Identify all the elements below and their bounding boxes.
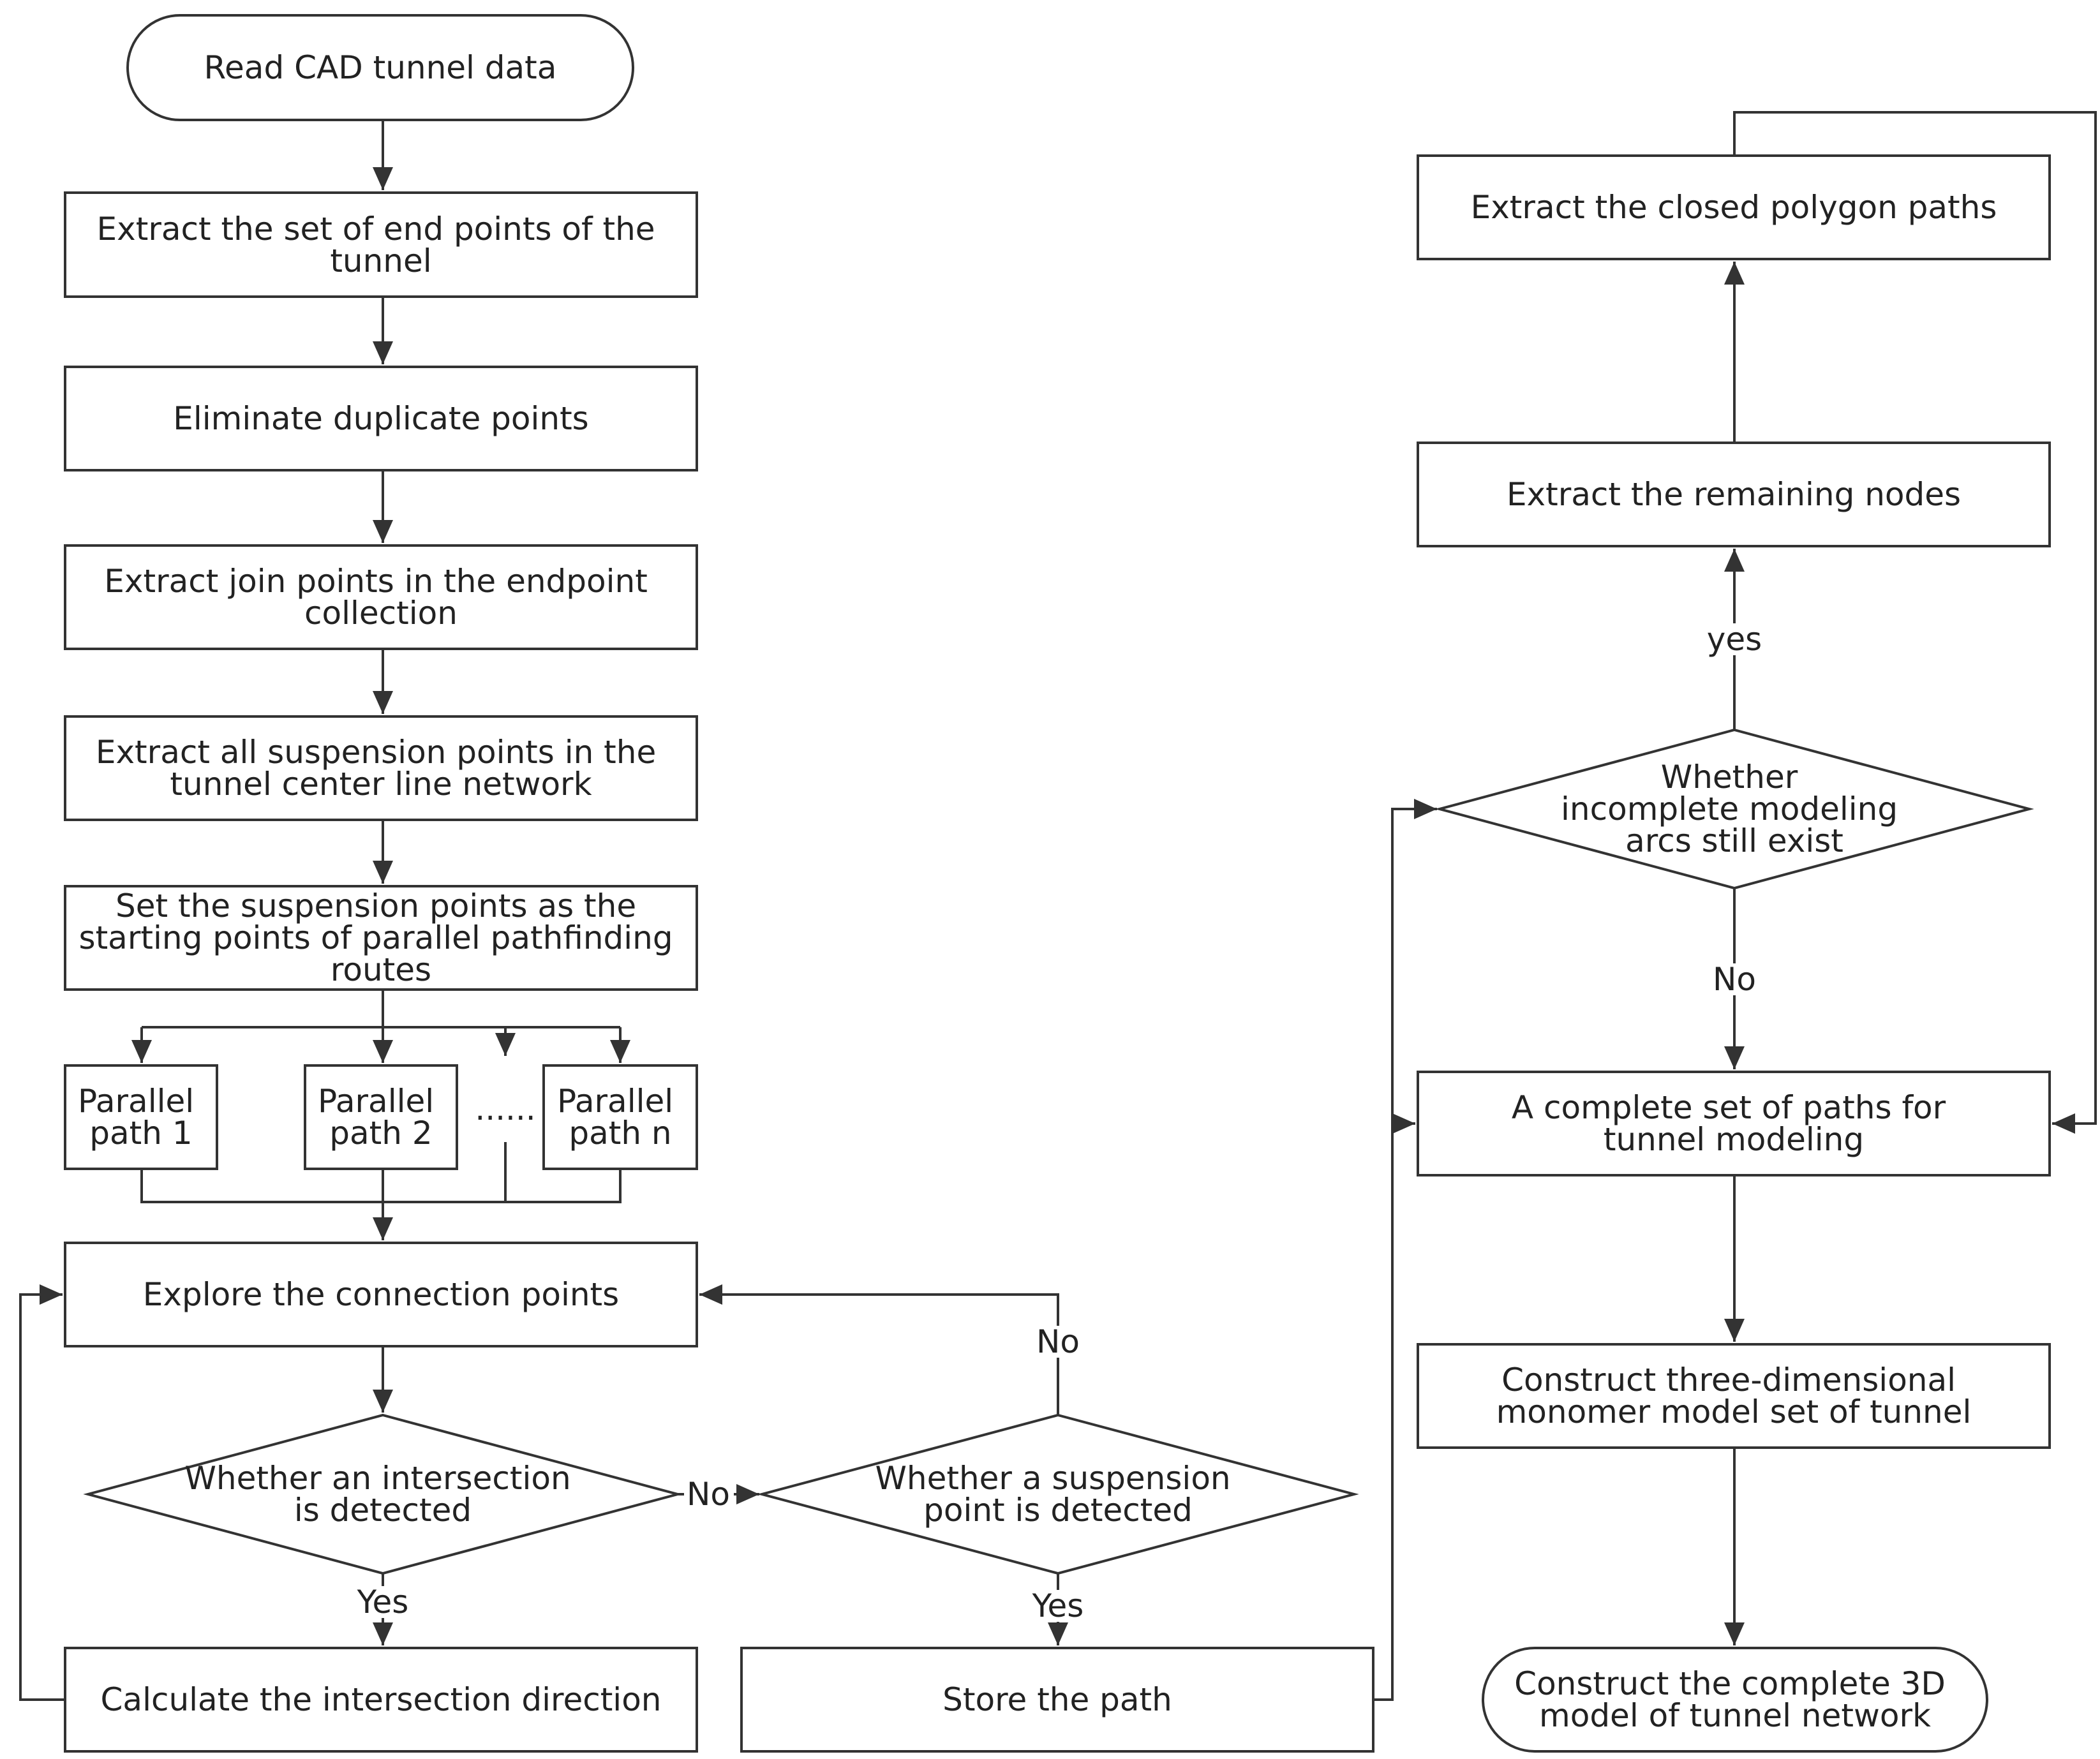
start-terminal bbox=[126, 14, 634, 121]
label-bg-suspension-yes bbox=[1029, 1590, 1087, 1622]
label-bg-arcs-yes bbox=[1706, 623, 1762, 655]
label-line: routes bbox=[331, 951, 431, 988]
label-line: ...... bbox=[475, 1090, 535, 1127]
label-line: arcs still exist bbox=[1625, 822, 1843, 859]
label-line: Whether bbox=[1661, 759, 1798, 796]
label-line: collection bbox=[304, 595, 458, 632]
label-intersection-yes: Yes bbox=[357, 1584, 409, 1621]
extract-suspension-box bbox=[64, 715, 698, 821]
edge-suspension-no bbox=[699, 1284, 1059, 1415]
label-extract-remaining: Extract the remaining nodes bbox=[1507, 476, 1961, 513]
label-line: Eliminate duplicate points bbox=[173, 400, 588, 437]
edge-closed-loop-to-complete bbox=[1733, 111, 2097, 1134]
label-arcs-yes: yes bbox=[1707, 621, 1762, 658]
label-extract-closed: Extract the closed polygon paths bbox=[1471, 189, 1997, 226]
label-intersection-detected: Whether an intersection is detected bbox=[184, 1449, 581, 1529]
label-bg-suspension-no bbox=[1034, 1326, 1082, 1358]
label-line: Extract the remaining nodes bbox=[1507, 476, 1961, 513]
label-arcs-no: No bbox=[1713, 961, 1756, 998]
edge-store-to-decision bbox=[1391, 799, 1437, 1124]
label-line: Store the path bbox=[942, 1681, 1172, 1718]
label-line: path 1 bbox=[89, 1115, 192, 1152]
label-bg-intersection-yes bbox=[354, 1586, 412, 1618]
label-line: A complete set of paths for bbox=[1512, 1089, 1946, 1126]
label-line: path n bbox=[569, 1115, 671, 1152]
label-extract-suspension: Extract all suspension points in the tun… bbox=[96, 723, 666, 803]
label-complete-set: A complete set of paths for tunnel model… bbox=[1512, 1078, 1956, 1158]
label-line: Construct three-dimensional bbox=[1501, 1362, 1956, 1399]
label-parallel-n: Parallel path n bbox=[557, 1072, 683, 1152]
eliminate-duplicates-box bbox=[64, 366, 698, 471]
edge-calc-loop-back bbox=[19, 1284, 65, 1701]
edge-merge-paths bbox=[140, 1142, 622, 1203]
label-line: path 2 bbox=[329, 1115, 432, 1152]
label-line: Extract the set of end points of the bbox=[97, 211, 655, 248]
label-line: Extract the closed polygon paths bbox=[1471, 189, 1997, 226]
label-intersection-no: No bbox=[687, 1476, 730, 1513]
label-line: point is detected bbox=[923, 1492, 1193, 1529]
label-parallel-1: Parallel path 1 bbox=[78, 1072, 204, 1152]
label-construct-complete: Construct the complete 3D model of tunne… bbox=[1514, 1654, 1956, 1734]
label-incomplete-arcs: Whether incomplete modeling arcs still e… bbox=[1561, 748, 1908, 859]
label-eliminate-duplicates: Eliminate duplicate points bbox=[173, 400, 588, 437]
label-explore-connection: Explore the connection points bbox=[143, 1276, 619, 1313]
label-extract-endpoints: Extract the set of end points of the tun… bbox=[97, 200, 666, 279]
label-suspension-no: No bbox=[1036, 1323, 1080, 1360]
label-suspension-yes: Yes bbox=[1032, 1587, 1084, 1624]
parallel-path-n-box bbox=[542, 1064, 698, 1170]
label-suspension-detected: Whether a suspension point is detected bbox=[875, 1449, 1240, 1529]
label-line: tunnel center line network bbox=[170, 766, 592, 803]
end-terminal bbox=[1482, 1647, 1988, 1753]
complete-set-box bbox=[1417, 1071, 2051, 1176]
label-line: Parallel bbox=[557, 1083, 673, 1120]
label-parallel-2: Parallel path 2 bbox=[318, 1072, 444, 1152]
parallel-path-2-box bbox=[304, 1064, 458, 1170]
extract-closed-box bbox=[1417, 154, 2051, 260]
label-line: model of tunnel network bbox=[1539, 1697, 1931, 1734]
edge-split-trunk bbox=[142, 990, 620, 1028]
label-line: Whether a suspension bbox=[875, 1460, 1230, 1497]
construct-monomer-box bbox=[1417, 1343, 2051, 1449]
label-read-cad: Read CAD tunnel data bbox=[204, 49, 557, 86]
label-line: Set the suspension points as the bbox=[115, 887, 636, 924]
label-store-path: Store the path bbox=[942, 1681, 1172, 1718]
label-line: Explore the connection points bbox=[143, 1276, 619, 1313]
explore-connection-box bbox=[64, 1242, 698, 1347]
label-construct-monomer: Construct three-dimensional monomer mode… bbox=[1496, 1351, 1972, 1430]
label-line: tunnel bbox=[330, 242, 431, 279]
extract-join-points-box bbox=[64, 544, 698, 650]
label-line: Parallel bbox=[78, 1083, 194, 1120]
label-line: Extract all suspension points in the bbox=[96, 734, 656, 771]
label-line: tunnel modeling bbox=[1604, 1121, 1864, 1158]
label-line: incomplete modeling bbox=[1561, 790, 1898, 828]
label-line: Parallel bbox=[318, 1083, 434, 1120]
label-bg-intersection-no bbox=[684, 1479, 734, 1510]
label-line: starting points of parallel pathfinding bbox=[79, 919, 673, 956]
label-line: is detected bbox=[294, 1492, 472, 1529]
label-line: Extract join points in the endpoint bbox=[104, 563, 648, 600]
label-line: Calculate the intersection direction bbox=[101, 1681, 662, 1718]
label-line: Whether an intersection bbox=[184, 1460, 570, 1497]
set-suspension-box bbox=[64, 885, 698, 991]
store-path-box bbox=[740, 1647, 1374, 1753]
edge-store-to-complete bbox=[1373, 1113, 1415, 1701]
label-set-suspension: Set the suspension points as the startin… bbox=[79, 877, 683, 988]
label-line: monomer model set of tunnel bbox=[1496, 1393, 1972, 1430]
extract-endpoints-box bbox=[64, 191, 698, 298]
label-extract-join: Extract join points in the endpoint coll… bbox=[104, 552, 657, 632]
label-parallel-ellipsis: ...... bbox=[475, 1090, 535, 1127]
label-bg-arcs-no bbox=[1710, 963, 1759, 995]
label-line: Construct the complete 3D bbox=[1514, 1665, 1946, 1702]
label-line: Read CAD tunnel data bbox=[204, 49, 557, 86]
label-calc-direction: Calculate the intersection direction bbox=[101, 1681, 662, 1718]
